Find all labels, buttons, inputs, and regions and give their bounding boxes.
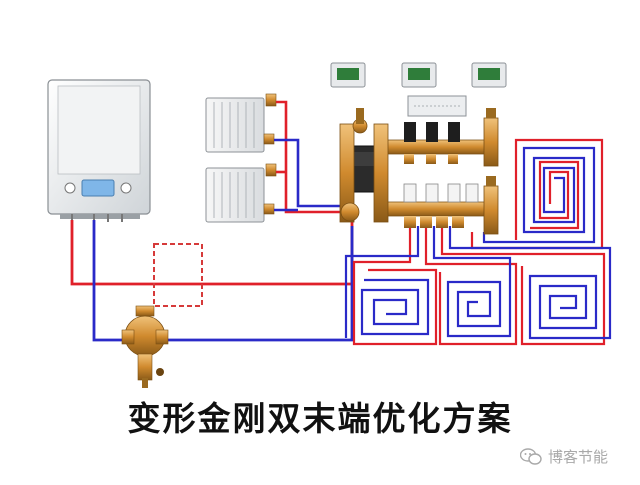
main-piping (70, 220, 354, 342)
dashed-highlight-box (153, 243, 203, 307)
radiator-valves (263, 93, 277, 215)
radiator-return-pipe (274, 138, 344, 208)
floor-loop-bottom-left (344, 226, 438, 346)
zone-controller (407, 95, 467, 117)
thermostat-1 (330, 62, 366, 88)
main-return-pipe (92, 220, 354, 342)
radiator-top (205, 97, 265, 153)
dirt-separator-filter (121, 305, 169, 388)
boiler-control-panel (64, 179, 132, 197)
watermark: 博客节能 (519, 446, 608, 467)
wall-boiler (47, 79, 151, 222)
thermostat-3 (471, 62, 507, 88)
radiator-piping (274, 100, 344, 214)
manifold-air-vents (483, 108, 499, 235)
room-thermostats (330, 62, 507, 88)
manifold-actuators (404, 122, 460, 164)
thermostat-2 (401, 62, 437, 88)
wechat-icon (519, 447, 542, 465)
floor-heating-manifold (339, 108, 499, 235)
floor-loop-top-right (470, 138, 604, 250)
diagram-caption: 变形金刚双末端优化方案 (127, 399, 513, 438)
manifold-outlets (404, 216, 464, 228)
radiator-bottom (205, 167, 265, 223)
floor-loop-bottom-right (440, 226, 612, 346)
manifold-flow-meters (403, 183, 479, 203)
manifold-supply-bar (377, 139, 489, 155)
manifold-return-bar (377, 201, 489, 217)
floor-heating-loops (344, 138, 612, 346)
main-supply-pipe (70, 220, 354, 286)
floor-loop-bottom-middle (424, 226, 518, 346)
radiator-supply-pipe (276, 100, 344, 214)
watermark-text: 博客节能 (547, 448, 608, 466)
